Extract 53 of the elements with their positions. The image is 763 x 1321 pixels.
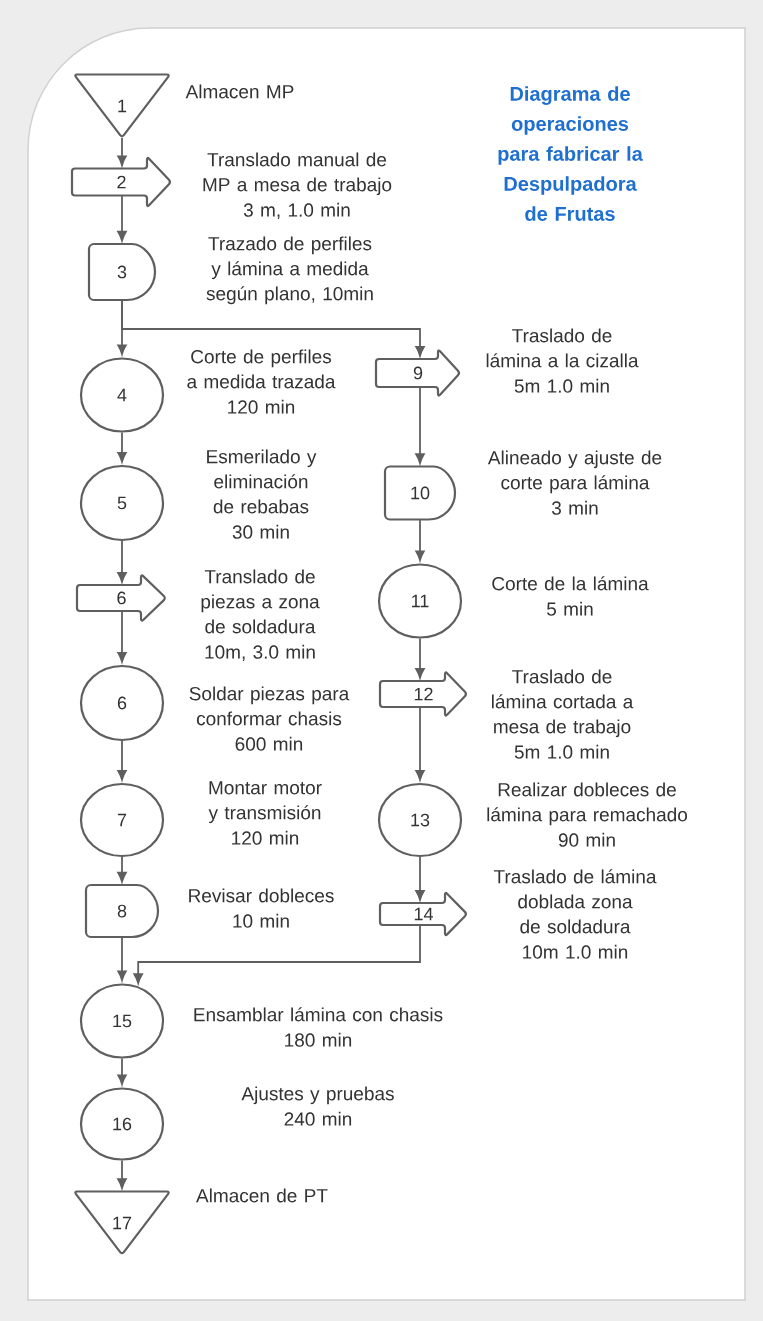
step-description: Alineado y ajuste de corte para lámina — [487, 450, 662, 494]
step-description: 120 min — [228, 399, 295, 414]
flow-arrow — [117, 194, 127, 242]
flow-arrow — [117, 610, 127, 663]
flow-arrow — [415, 518, 425, 561]
step-description: Esmerilado y eliminación de rebabas — [207, 449, 317, 514]
flow-arrow — [117, 936, 127, 981]
flow-arrow — [117, 1057, 127, 1085]
step-description: 90 min — [558, 832, 615, 847]
step-description: 5 min — [547, 601, 593, 616]
step-description: Corte de perfiles a medida trazada — [187, 349, 336, 389]
step-description: 120 min — [232, 830, 299, 845]
step-description: Montar motor y transmisión — [208, 781, 322, 824]
flow-arrow — [117, 1159, 127, 1189]
step-description: Translado de piezas a zona de soldadura — [201, 569, 320, 634]
step-description: 5m 1.0 min — [514, 744, 609, 759]
step-description: Traslado de lámina a la cizalla — [486, 328, 639, 368]
flow-arrow — [415, 386, 425, 464]
flow-arrow — [415, 637, 425, 679]
flow-arrow — [415, 856, 425, 901]
step-description: Traslado de lámina cortada a mesa de trabajo — [492, 669, 634, 738]
step-description: Ensamblar lámina con chasis — [194, 1007, 443, 1022]
step-description: Corte de la lámina — [492, 576, 649, 591]
step-description: Soldar piezas para conformar chasis — [189, 686, 350, 726]
storage-triangle: 1 — [74, 73, 170, 138]
step-description: Trazado de perfiles y lámina a medida según plano, 10min — [206, 236, 373, 305]
step-description: 30 min — [232, 524, 289, 539]
step-description: 3 m, 1.0 min — [243, 202, 350, 220]
step-description: 10m, 3.0 min — [205, 644, 315, 662]
flow-arrow — [117, 431, 127, 463]
step-description: Translado manual de MP a mesa de trabajo — [203, 152, 392, 196]
step-description: 180 min — [285, 1032, 352, 1047]
step-description: 10 min — [233, 913, 289, 928]
step-description: Traslado de lámina doblada zona de soldadura — [493, 869, 657, 934]
step-description: 5m 1.0 min — [514, 378, 609, 393]
step-description: Almacen de PT — [196, 1188, 328, 1203]
flow-arrow — [133, 924, 421, 984]
flow-arrow — [415, 706, 425, 781]
step-description: 3 min — [551, 500, 598, 515]
flow-arrow — [121, 299, 425, 357]
step-description: 10m 1.0 min — [523, 944, 628, 959]
flow-arrow — [117, 540, 127, 583]
flow-arrow — [117, 856, 127, 883]
flow-arrow — [117, 740, 127, 781]
step-description: 600 min — [235, 736, 303, 751]
step-description: 240 min — [284, 1111, 352, 1126]
step-description: Almacen MP — [185, 84, 294, 99]
step-description: Realizar dobleces de lámina para remachado — [487, 782, 687, 826]
step-description: Revisar dobleces — [189, 888, 334, 903]
flow-arrow — [117, 136, 127, 167]
storage-triangle: 17 — [74, 1190, 170, 1255]
step-description: Ajustes y pruebas — [241, 1086, 394, 1105]
diagram-title: Diagrama de operaciones para fabricar la Despulpadora de Frutas — [498, 86, 643, 221]
